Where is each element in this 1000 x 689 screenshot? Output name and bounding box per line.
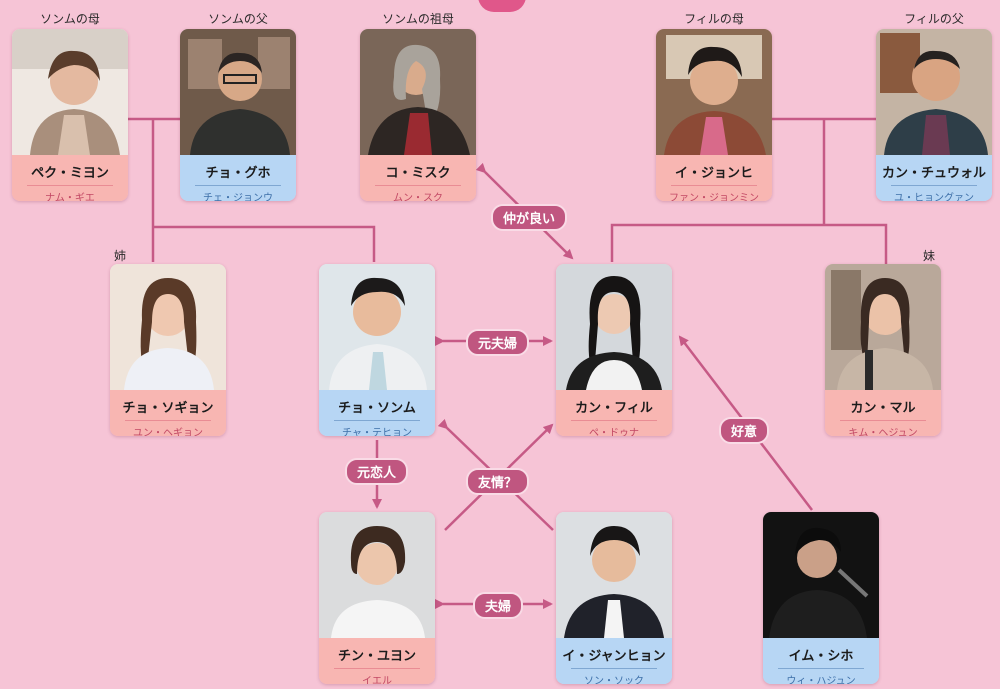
portrait-photo <box>556 264 672 390</box>
character-card-lee-janghyeon[interactable]: イ・ジャンヒョンソン・ソック <box>556 512 672 684</box>
character-name: コ・ミスク <box>385 166 451 181</box>
relation-label-married: 夫婦 <box>473 592 524 619</box>
character-name: イ・ジョンヒ <box>674 166 753 181</box>
actor-name: チェ・ジョンウ <box>203 193 273 201</box>
portrait-photo <box>319 264 435 390</box>
character-name: カン・チュウォル <box>881 166 986 181</box>
actor-name: チャ・テヒョン <box>342 428 412 436</box>
character-name: イ・ジャンヒョン <box>562 649 666 664</box>
portrait-photo <box>12 29 128 155</box>
actor-name: ユン・ヘギョン <box>133 428 203 436</box>
role-caption: ソンムの母 <box>40 12 100 26</box>
character-card-lee-jeonghui[interactable]: イ・ジョンヒファン・ジョンミン <box>656 29 772 201</box>
character-card-kang-mal[interactable]: カン・マルキム・ヘジュン <box>825 264 941 436</box>
portrait-photo <box>110 264 226 390</box>
role-caption: ソンムの祖母 <box>382 12 454 26</box>
actor-name: キム・ヘジュン <box>848 428 918 436</box>
character-card-jo-sogyeong[interactable]: チョ・ソギョンユン・ヘギョン <box>110 264 226 436</box>
character-card-jo-guho[interactable]: チョ・グホチェ・ジョンウ <box>180 29 296 201</box>
actor-name: ユ・ヒョングァン <box>894 193 974 201</box>
character-name: カン・マル <box>850 401 916 416</box>
character-name: チョ・ソギョン <box>122 401 214 416</box>
portrait-photo <box>876 29 992 155</box>
character-name: ペク・ミヨン <box>31 166 109 181</box>
actor-name: ナム・ギエ <box>45 193 95 201</box>
character-card-jo-sonmu[interactable]: チョ・ソンムチャ・テヒョン <box>319 264 435 436</box>
actor-name: ムン・スク <box>393 193 443 201</box>
character-card-ko-misuk[interactable]: コ・ミスクムン・スク <box>360 29 476 201</box>
role-caption: 姉 <box>113 249 126 263</box>
role-caption: ソンムの父 <box>208 12 268 26</box>
relation-label-affection: 好意 <box>719 417 770 444</box>
portrait-photo <box>656 29 772 155</box>
relation-label-ex-lovers: 元恋人 <box>345 458 409 485</box>
role-caption: フィルの父 <box>904 12 964 26</box>
actor-name: ペ・ドゥナ <box>589 428 639 436</box>
actor-name: イエル <box>362 676 392 684</box>
portrait-photo <box>825 264 941 390</box>
portrait-photo <box>360 29 476 155</box>
relation-label-ex-spouses: 元夫婦 <box>466 329 530 356</box>
portrait-photo <box>180 29 296 155</box>
character-name: チン・ユヨン <box>337 649 416 664</box>
role-caption: フィルの母 <box>684 12 744 26</box>
phil-family-branch <box>610 223 888 265</box>
character-card-baek-miyeon[interactable]: ペク・ミヨンナム・ギエ <box>12 29 128 201</box>
relation-label-close: 仲が良い <box>491 204 568 231</box>
portrait-photo <box>763 512 879 638</box>
character-name: イム・シホ <box>788 649 854 664</box>
character-name: チョ・ソンム <box>338 401 416 416</box>
actor-name: ファン・ジョンミン <box>669 193 759 201</box>
character-name: チョ・グホ <box>205 166 271 181</box>
character-card-jin-yuyeong[interactable]: チン・ユヨンイエル <box>319 512 435 684</box>
top-tab-decoration <box>478 0 526 12</box>
actor-name: ソン・ソック <box>584 676 644 684</box>
character-card-im-shiho[interactable]: イム・シホウィ・ハジュン <box>763 512 879 684</box>
sonmu-family-branch <box>153 225 376 262</box>
actor-name: ウィ・ハジュン <box>786 676 856 684</box>
character-name: カン・フィル <box>575 401 653 416</box>
role-caption: 妹 <box>922 249 935 263</box>
relation-label-friendship: 友情？ <box>466 468 530 495</box>
portrait-photo <box>319 512 435 638</box>
character-card-kang-chuwol[interactable]: カン・チュウォルユ・ヒョングァン <box>876 29 992 201</box>
portrait-photo <box>556 512 672 638</box>
character-card-kang-phil[interactable]: カン・フィルペ・ドゥナ <box>556 264 672 436</box>
